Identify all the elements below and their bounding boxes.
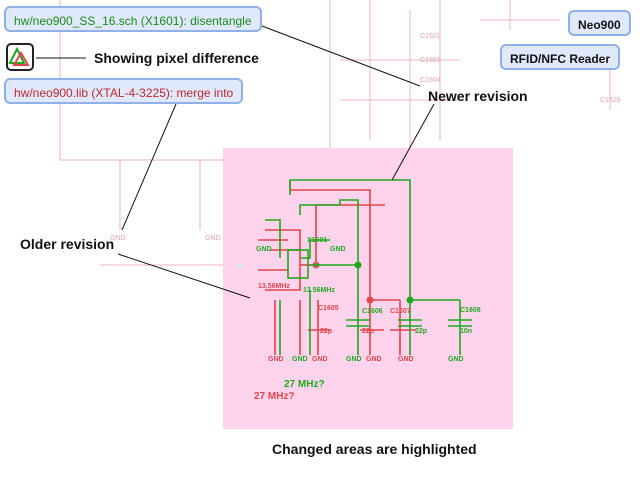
svg-text:GND: GND — [330, 246, 346, 253]
svg-text:C1606: C1606 — [362, 308, 383, 315]
newer-junction — [354, 261, 362, 269]
newer-revision-label: Newer revision — [428, 88, 528, 104]
svg-text:22p: 22p — [362, 328, 374, 335]
product-subtitle-tag[interactable]: RFID/NFC Reader — [500, 44, 621, 70]
svg-text:C1608: C1608 — [460, 307, 481, 314]
svg-text:GND: GND — [205, 235, 221, 242]
svg-text:13.56MHz: 13.56MHz — [258, 283, 290, 290]
newer-freq-note: 27 MHz? — [284, 379, 325, 390]
svg-text:13.56MHz: 13.56MHz — [303, 287, 335, 294]
svg-text:GND: GND — [346, 356, 362, 363]
changed-area-highlight — [223, 148, 513, 429]
svg-text:GND: GND — [256, 246, 272, 253]
newer-revision-wiring — [265, 179, 472, 355]
svg-text:GND: GND — [268, 356, 284, 363]
svg-text:GND: GND — [312, 356, 328, 363]
pixel-difference-label: Showing pixel difference — [94, 50, 259, 66]
svg-text:X1601: X1601 — [307, 237, 327, 244]
callout-lines — [36, 25, 435, 299]
svg-text:GND: GND — [448, 356, 464, 363]
faint-junction — [237, 262, 243, 268]
svg-text:C1605: C1605 — [318, 305, 339, 312]
svg-text:GND: GND — [110, 235, 126, 242]
older-junction — [366, 296, 374, 304]
changed-areas-label: Changed areas are highlighted — [272, 441, 477, 457]
svg-text:C1604: C1604 — [420, 77, 441, 84]
newer-revision-file-tag[interactable]: hw/neo900_SS_16.sch (X1601): disentangle — [4, 6, 262, 32]
svg-text:C1602: C1602 — [420, 33, 441, 40]
older-revision-file-tag[interactable]: hw/neo900.lib (XTAL-4-3225): merge into — [4, 78, 244, 104]
svg-text:C1607: C1607 — [390, 308, 411, 315]
svg-text:C1626: C1626 — [600, 97, 621, 104]
svg-text:GND: GND — [398, 356, 414, 363]
pixel-difference-toggle[interactable] — [6, 43, 34, 71]
svg-text:GND: GND — [292, 356, 308, 363]
svg-text:22p: 22p — [415, 328, 427, 335]
product-name-tag[interactable]: Neo900 — [568, 10, 631, 36]
svg-text:C1603: C1603 — [420, 57, 441, 64]
newer-junction — [406, 296, 414, 304]
diff-triangle-icon — [8, 46, 30, 66]
svg-text:GND: GND — [366, 356, 382, 363]
component-labels: X1601 GND GND 13.56MHz 13.56MHz C1605 C1… — [256, 237, 481, 363]
older-freq-note: 27 MHz? — [254, 391, 295, 402]
svg-text:10n: 10n — [460, 328, 472, 335]
older-revision-label: Older revision — [20, 236, 115, 252]
svg-text:22p: 22p — [320, 328, 332, 335]
